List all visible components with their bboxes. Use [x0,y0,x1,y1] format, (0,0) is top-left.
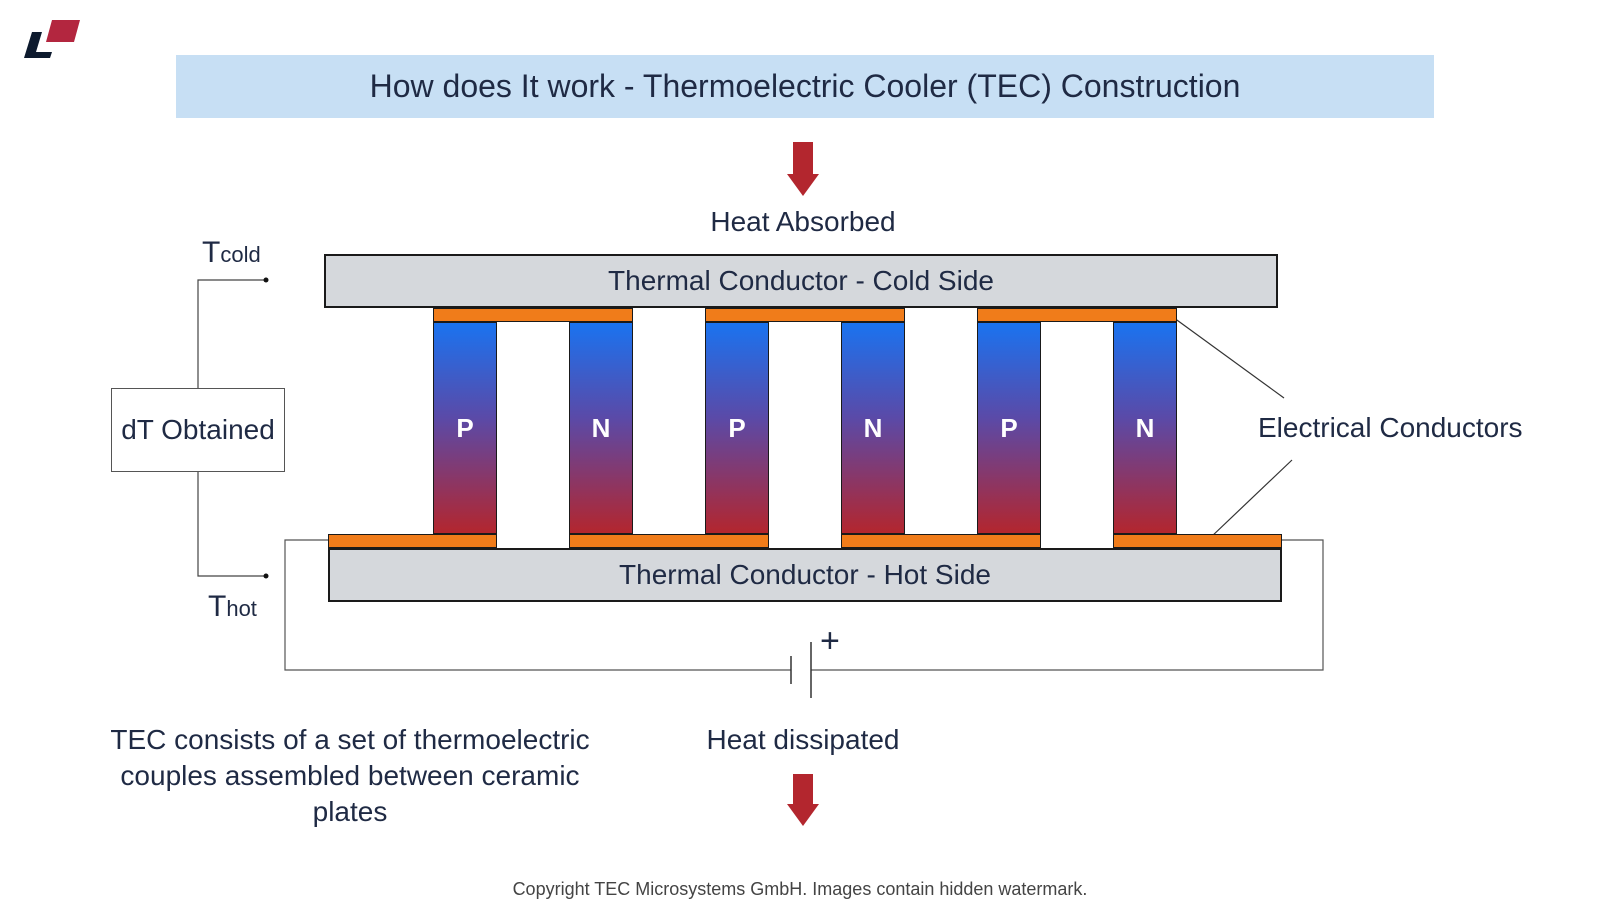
bottom-conductor-3 [841,534,1041,548]
cold-side-plate: Thermal Conductor - Cold Side [324,254,1278,308]
leg-label: P [456,412,474,443]
bottom-conductor-2 [569,534,769,548]
t-cold-label: Tcold [202,236,261,269]
power-circuit-wire [284,539,1324,671]
title-banner: How does It work - Thermoelectric Cooler… [176,55,1434,118]
heat-dissipated-arrow-icon [787,774,819,826]
dt-obtained-label: dT Obtained [121,414,275,445]
p-type-leg: P [705,322,769,534]
positive-terminal-label: + [820,622,840,660]
cold-side-label: Thermal Conductor - Cold Side [608,265,994,296]
description-text: TEC consists of a set of thermoelectric … [110,724,590,827]
bottom-conductor-1 [328,534,497,548]
n-type-leg: N [1113,322,1177,534]
copyright-notice: Copyright TEC Microsystems GmbH. Images … [512,879,1088,899]
company-logo [24,20,80,58]
p-type-leg: P [433,322,497,534]
t-hot-label: Thot [208,590,257,623]
n-type-leg: N [841,322,905,534]
temperature-bracket [197,279,266,577]
p-type-leg: P [977,322,1041,534]
battery-icon [790,642,812,698]
n-type-leg: N [569,322,633,534]
leg-label: P [728,412,746,443]
page-title: How does It work - Thermoelectric Cooler… [369,68,1241,104]
top-conductor-2 [705,308,905,322]
leg-label: N [591,412,611,443]
hot-side-label: Thermal Conductor - Hot Side [619,559,991,590]
hot-side-plate: Thermal Conductor - Hot Side [328,548,1282,602]
electrical-conductors-label: Electrical Conductors [1258,412,1523,443]
dt-obtained-box: dT Obtained [111,388,285,472]
leg-label: N [863,412,883,443]
leg-label: N [1135,412,1155,443]
top-conductor-1 [433,308,633,322]
heat-absorbed-arrow-icon [787,142,819,196]
heat-absorbed-label: Heat Absorbed [710,206,896,237]
heat-dissipated-label: Heat dissipated [706,724,900,755]
top-conductor-3 [977,308,1177,322]
leg-label: P [1000,412,1018,443]
conductor-pointer-lines [1169,314,1293,539]
bottom-conductor-4 [1113,534,1282,548]
